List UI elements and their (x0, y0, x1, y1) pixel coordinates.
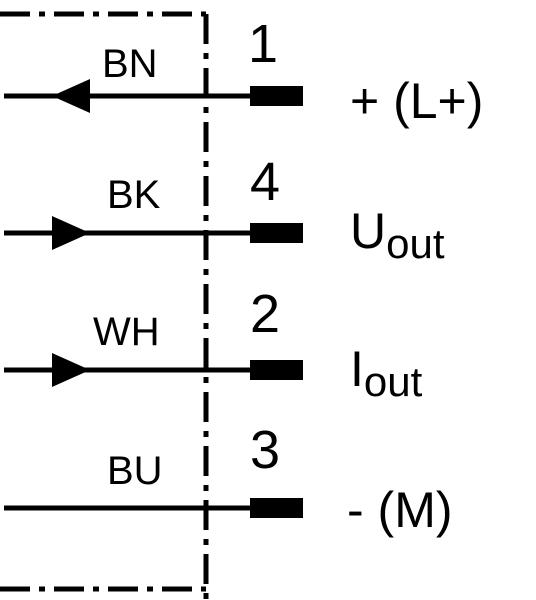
terminal-block (250, 223, 303, 243)
arrow-right-icon (52, 216, 90, 250)
pin-number: 4 (250, 152, 280, 212)
terminal-block (250, 86, 303, 106)
arrow-left-icon (52, 79, 90, 113)
wire-row-bu: BU 3 - (M) (4, 420, 453, 538)
wire-color-label: BU (107, 449, 163, 493)
wire-color-label: WH (93, 310, 160, 354)
signal-label: Uout (350, 203, 445, 267)
pin-number: 2 (250, 284, 280, 344)
pin-number: 1 (248, 14, 278, 74)
wire-color-label: BK (107, 173, 161, 217)
pin-number: 3 (250, 420, 280, 480)
signal-label: - (M) (347, 482, 453, 538)
terminal-block (250, 498, 303, 518)
arrow-right-icon (52, 353, 90, 387)
wire-row-bn: BN 1 + (L+) (4, 14, 483, 129)
wire-row-wh: WH 2 Iout (4, 284, 423, 405)
device-boundary (0, 11, 209, 600)
terminal-block (250, 360, 303, 380)
signal-label: + (L+) (350, 73, 483, 129)
signal-label: Iout (350, 341, 423, 405)
wire-color-label: BN (102, 42, 158, 86)
wire-row-bk: BK 4 Uout (4, 152, 445, 267)
